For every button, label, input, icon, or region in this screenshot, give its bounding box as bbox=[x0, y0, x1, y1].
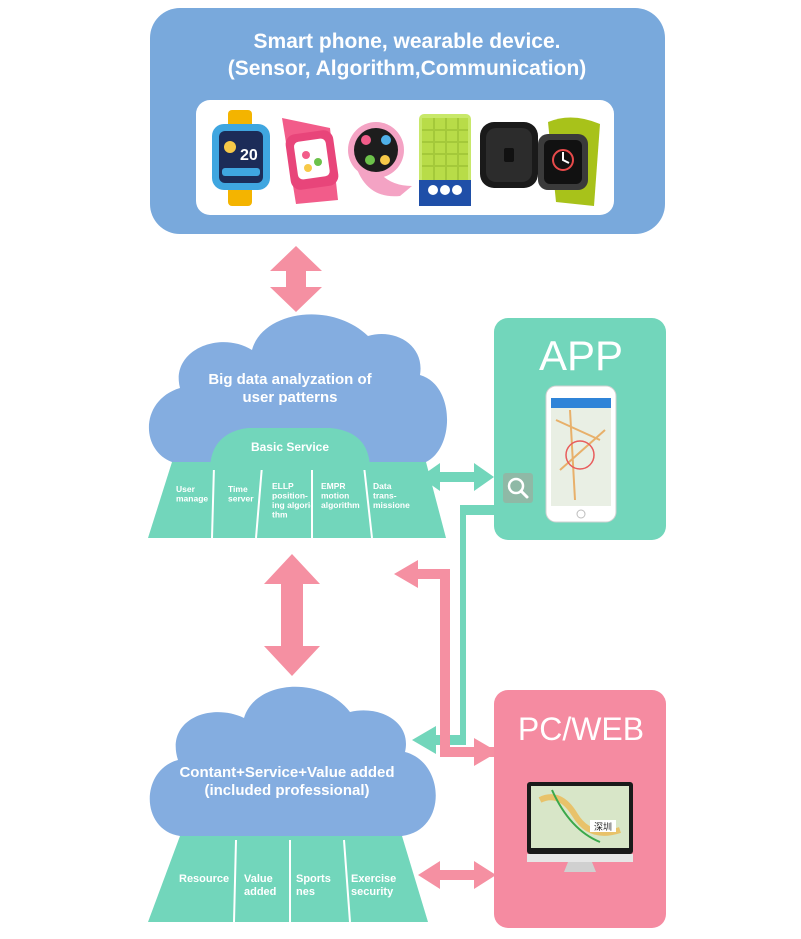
content-services-item-2-line-0: Sports bbox=[296, 873, 331, 885]
round-smartwatch-pink-image bbox=[348, 122, 412, 197]
watch-screen-number: 20 bbox=[240, 147, 258, 164]
arrow-pcweb-bigdata-tail bbox=[474, 738, 498, 766]
content-services-item-1-line-0: Value bbox=[244, 873, 273, 885]
basic-service-dome bbox=[210, 428, 370, 470]
app-panel: APP bbox=[494, 318, 666, 540]
map-city-label: 深圳 bbox=[594, 822, 612, 833]
arrow-app-content bbox=[432, 505, 494, 745]
bigdata-services-item-0-line-1: manage bbox=[176, 494, 208, 504]
green-card-tracker-image bbox=[419, 114, 471, 206]
arrow-content-pcweb bbox=[418, 861, 496, 889]
desktop-monitor-map-image: 深圳 bbox=[527, 782, 633, 872]
content-services-item-0-line-0: Resource bbox=[179, 873, 229, 885]
arrow-devices-bigdata bbox=[270, 246, 322, 312]
square-smartwatch-lime-image bbox=[538, 117, 600, 206]
content-services-item-0: Resource bbox=[179, 873, 229, 885]
devices-panel-title-line1: Smart phone, wearable device. bbox=[254, 30, 561, 53]
arrow-app-content-head bbox=[412, 726, 436, 754]
content-title-line2: (included professional) bbox=[204, 782, 369, 799]
content-services-item-1-line-1: added bbox=[244, 886, 276, 898]
big-data-title-line1: Big data analyzation of bbox=[208, 371, 372, 388]
bigdata-services-item-2-line-0: ELLP bbox=[272, 481, 294, 491]
big-data-cloud-shape bbox=[148, 314, 448, 462]
content-title-line1: Contant+Service+Value added bbox=[179, 764, 394, 781]
bigdata-services-item-2-line-3: thm bbox=[272, 510, 288, 520]
arrow-pcweb-bigdata-head bbox=[394, 560, 418, 588]
arrow-pcweb-bigdata bbox=[414, 569, 494, 757]
bigdata-services-item-4-line-0: Data bbox=[373, 481, 392, 491]
bigdata-services-item-2-line-1: position- bbox=[272, 491, 308, 501]
big-data-services-base bbox=[148, 462, 446, 538]
content-cloud: Contant+Service+Value added (included pr… bbox=[148, 686, 436, 923]
black-pet-tracker-image bbox=[480, 122, 538, 188]
bigdata-services-item-1-line-1: server bbox=[228, 494, 254, 504]
pcweb-panel: PC/WEB 深圳 bbox=[494, 690, 666, 928]
content-services-item-3-line-0: Exercise bbox=[351, 873, 396, 885]
kids-smartwatch-pink-image bbox=[282, 118, 339, 204]
bigdata-services-item-3-line-0: EMPR bbox=[321, 481, 346, 491]
arrow-bigdata-content bbox=[264, 554, 320, 676]
bigdata-services-item-0-line-0: User bbox=[176, 484, 196, 494]
content-services-item-2-line-1: nes bbox=[296, 886, 315, 898]
bigdata-services-item-3-line-1: motion bbox=[321, 491, 349, 501]
big-data-cloud: Big data analyzation of user patterns Ba… bbox=[148, 314, 448, 539]
bigdata-services-item-2-line-2: ing algori- bbox=[272, 500, 313, 510]
smartphone-map-app-image bbox=[545, 385, 617, 523]
devices-panel-title-line2: (Sensor, Algorithm,Communication) bbox=[228, 57, 587, 80]
content-services-base bbox=[148, 836, 428, 922]
app-panel-title: APP bbox=[539, 332, 623, 379]
search-button[interactable] bbox=[503, 473, 533, 503]
bigdata-services-item-4-line-1: trans- bbox=[373, 491, 397, 501]
pcweb-panel-title: PC/WEB bbox=[518, 711, 644, 747]
devices-panel: Smart phone, wearable device. (Sensor, A… bbox=[150, 8, 665, 234]
search-icon bbox=[507, 477, 529, 499]
content-cloud-shape bbox=[149, 686, 436, 836]
bigdata-services-item-3-line-2: algorithm bbox=[321, 500, 360, 510]
big-data-title-line2: user patterns bbox=[242, 389, 337, 406]
content-services-item-3-line-1: security bbox=[351, 886, 394, 898]
bigdata-services-item-1-line-0: Time bbox=[228, 484, 248, 494]
basic-service-label: Basic Service bbox=[251, 440, 329, 454]
kids-smartwatch-blue-image: 20 bbox=[212, 110, 270, 206]
arrow-bigdata-app bbox=[420, 463, 494, 491]
bigdata-services-item-4-line-2: missione bbox=[373, 500, 410, 510]
